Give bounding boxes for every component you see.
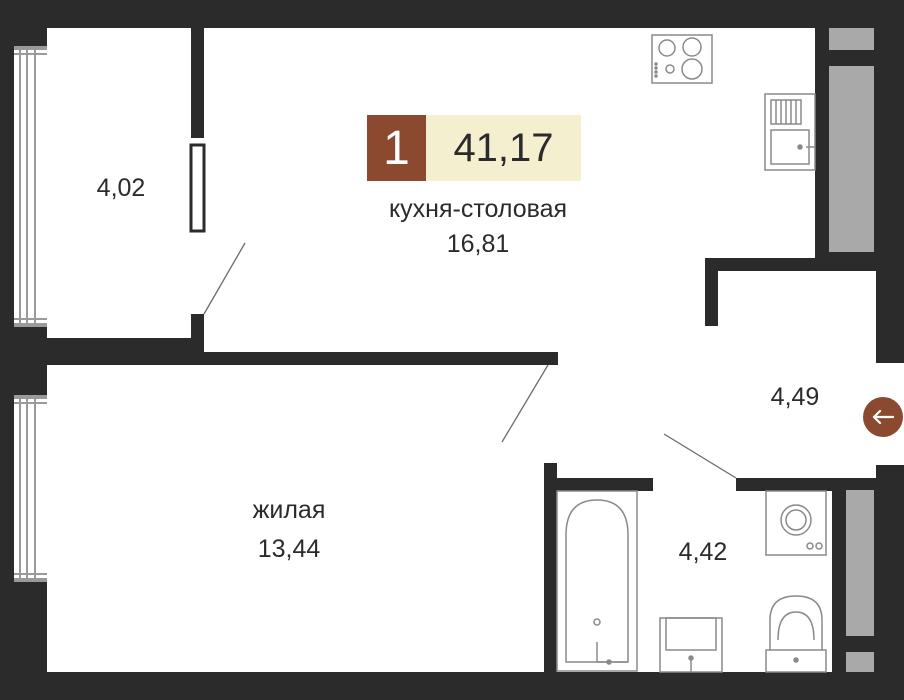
sink-icon <box>764 93 816 171</box>
window-left-lower <box>14 395 47 582</box>
total-area: 41,17 <box>426 115 581 181</box>
sink-bath-icon <box>659 617 723 673</box>
arrow-left-icon <box>872 409 895 425</box>
room-count: 1 <box>367 115 426 181</box>
window-left-upper <box>14 46 47 327</box>
living-name: жилая <box>252 496 326 524</box>
door-swings <box>203 242 737 479</box>
kitchen-area: 16,81 <box>446 230 510 258</box>
entry-button[interactable] <box>863 397 903 437</box>
apartment-badge: 1 41,17 <box>367 115 581 181</box>
hall-area: 4,49 <box>770 383 820 411</box>
balcony-area: 4,02 <box>96 174 146 202</box>
bath-area: 4,42 <box>678 538 728 566</box>
bathtub-icon <box>556 490 638 672</box>
balcony-door <box>189 143 206 233</box>
washing-machine-icon <box>765 490 827 556</box>
kitchen-name: кухня-столовая <box>388 195 568 223</box>
living-area: 13,44 <box>257 535 321 563</box>
window-right <box>829 28 874 672</box>
stove-icon <box>651 34 713 84</box>
toilet-icon <box>765 595 827 673</box>
